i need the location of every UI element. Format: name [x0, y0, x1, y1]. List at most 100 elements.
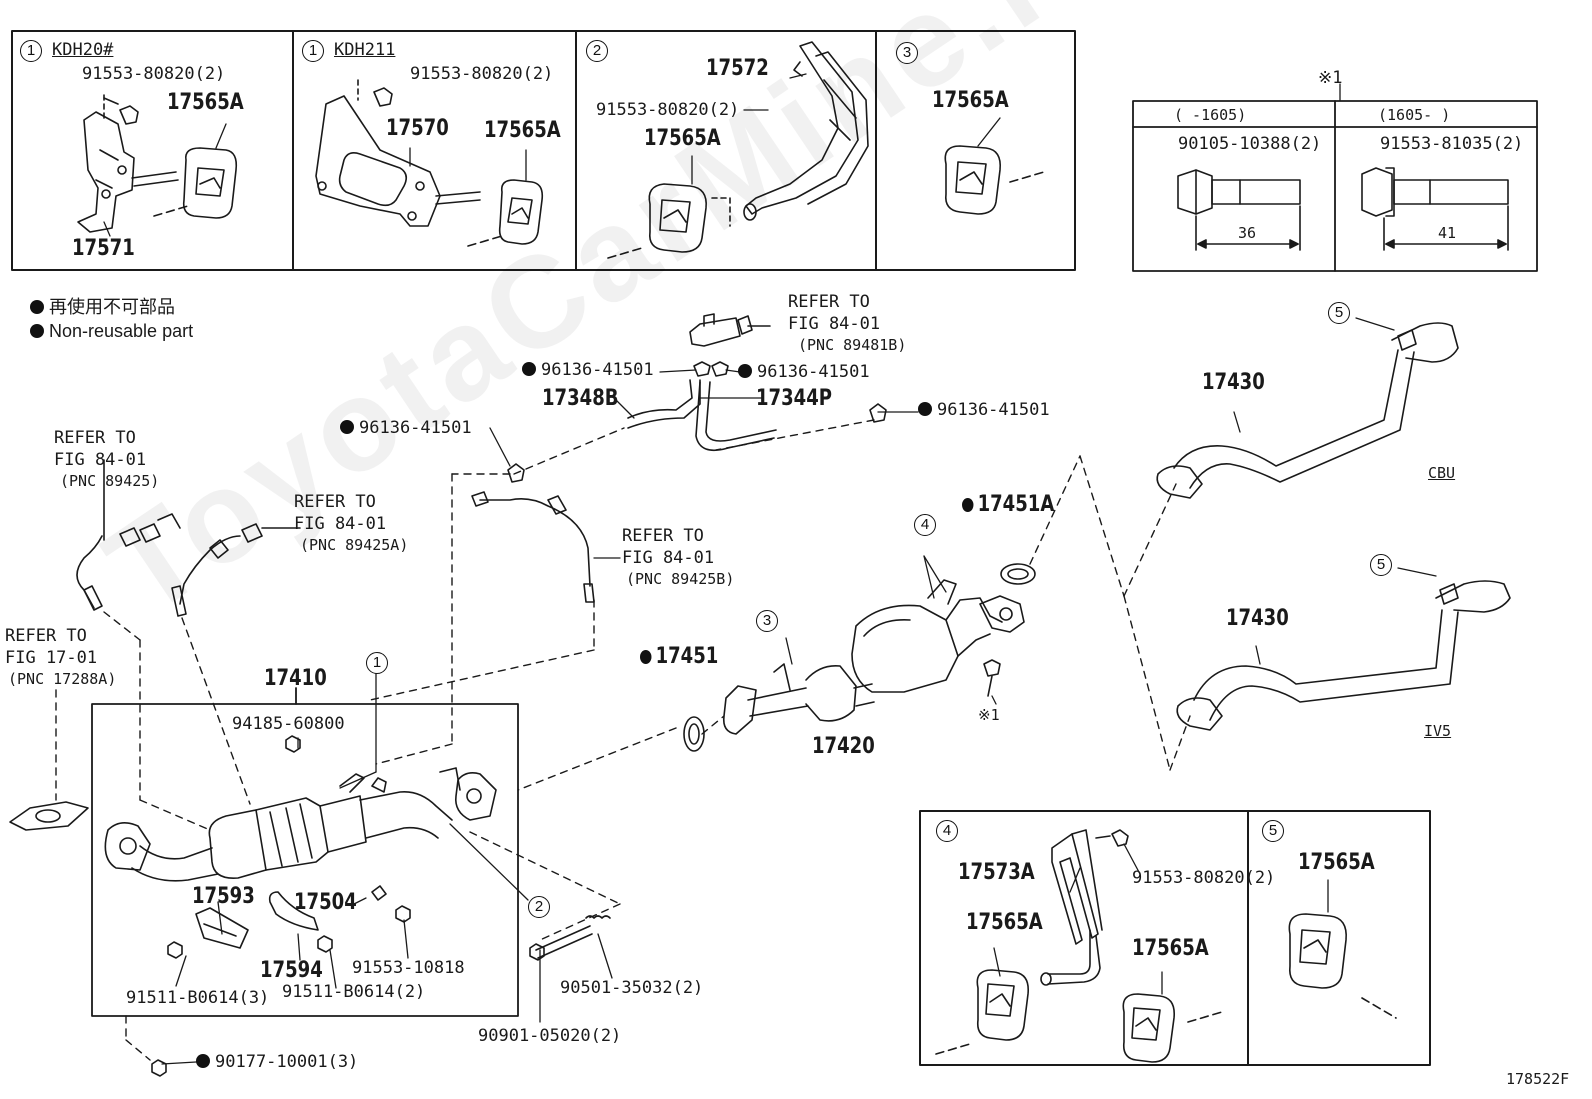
small-hardware-illustrations	[151, 885, 611, 1077]
part-number: 90501-35032(2)	[560, 978, 704, 998]
refer-label: REFER TO	[788, 292, 870, 312]
callout-circle: 3	[756, 610, 778, 632]
mount-17565A-box1	[153, 147, 238, 219]
front-pipe-group-frame	[91, 687, 519, 1017]
part-number: 17430	[1226, 606, 1289, 631]
sensor-89425A-illustration	[171, 523, 301, 617]
part-number: 17565A	[966, 910, 1043, 935]
center-pipe-17420-illustration	[722, 579, 1025, 735]
part-number: 91553-80820(2)	[410, 64, 554, 84]
callout-circle: 5	[1262, 820, 1284, 842]
bolt-91553-drawing	[1361, 167, 1509, 251]
callout-circle: 4	[936, 820, 958, 842]
part-number-nonreusable: 96136-41501	[340, 420, 472, 437]
part-number: 17565A	[484, 118, 561, 143]
mount-17565A-box4a	[935, 969, 1030, 1055]
callout-circle: 1	[302, 40, 324, 62]
callout-circle: 1	[366, 652, 388, 674]
refer-pnc: (PNC 89425B)	[626, 570, 735, 588]
refer-pnc: (PNC 17288A)	[8, 670, 117, 688]
refer-label: REFER TO	[5, 626, 87, 646]
part-number: 17593	[192, 884, 255, 909]
sensor-89425B-illustration	[471, 491, 595, 603]
callout-circle: 2	[528, 896, 550, 918]
refer-label: REFER TO	[294, 492, 376, 512]
model-code: KDH211	[334, 40, 396, 60]
part-number: 17565A	[932, 88, 1009, 113]
solid-leader-lines	[103, 73, 1437, 1065]
legend-en: Non-reusable part	[30, 322, 193, 340]
part-number: 91553-80820(2)	[596, 100, 740, 120]
mount-17565A-box1b	[467, 179, 544, 247]
refer-fig: FIG 84-01	[54, 450, 147, 470]
model-code: KDH20#	[52, 40, 114, 60]
refer-label: REFER TO	[622, 526, 704, 546]
non-reusable-dot-icon	[962, 498, 974, 512]
vacuum-switch-89481B-illustration	[689, 313, 771, 347]
tail-pipe-17430-iv5-illustration	[1176, 580, 1511, 731]
hanger-17572-illustration	[743, 41, 869, 221]
part-number: 91553-81035(2)	[1380, 134, 1524, 154]
part-number: 17571	[72, 236, 135, 261]
hose-17348B-illustration	[627, 379, 701, 429]
mount-17565A-box4b	[1122, 993, 1223, 1063]
part-number: 91511-B0614(2)	[282, 982, 426, 1002]
part-number: 90901-05020(2)	[478, 1026, 622, 1046]
callout-circle: 1	[20, 40, 42, 62]
refer-fig: FIG 84-01	[294, 514, 387, 534]
part-number-nonreusable: 17451A	[962, 494, 1054, 516]
bracket-17570-illustration	[315, 79, 481, 227]
callout-circle: 2	[586, 40, 608, 62]
bolt-length: 36	[1238, 224, 1257, 242]
non-reusable-dot-icon	[340, 420, 354, 434]
figure-id: 178522F	[1506, 1070, 1570, 1088]
callout-circle: 3	[896, 42, 918, 64]
part-number-nonreusable: 96136-41501	[918, 402, 1050, 419]
bolt-length: 41	[1438, 224, 1457, 242]
part-number: 17348B	[542, 386, 619, 411]
refer-label: REFER TO	[54, 428, 136, 448]
bolt-90105-drawing	[1177, 169, 1301, 251]
part-number: 90105-10388(2)	[1178, 134, 1322, 154]
bracket-17571-illustration	[77, 94, 179, 233]
gasket-17288A-illustration	[9, 801, 89, 831]
non-reusable-dot-icon	[196, 1054, 210, 1068]
bottom-inset-frames	[919, 810, 1431, 1066]
part-number: 17565A	[167, 90, 244, 115]
non-reusable-dot-icon	[30, 300, 44, 314]
part-number: 91553-80820(2)	[1132, 868, 1276, 888]
heat-shield-17594-illustration	[268, 891, 319, 931]
part-number: 17430	[1202, 370, 1265, 395]
refer-pnc: (PNC 89481B)	[798, 336, 907, 354]
non-reusable-dot-icon	[522, 362, 536, 376]
non-reusable-dot-icon	[640, 650, 652, 664]
refer-pnc: (PNC 89425)	[60, 472, 160, 490]
part-number: 94185-60800	[232, 714, 345, 734]
legend-jp: 再使用不可部品	[30, 298, 175, 316]
mount-17565A-box5	[1288, 913, 1397, 1019]
variant-code: IV5	[1424, 722, 1452, 740]
hanger-17573A-illustration	[1040, 829, 1129, 986]
front-pipe-17410-illustration	[104, 735, 497, 882]
part-number: 17572	[706, 56, 769, 81]
non-reusable-dot-icon	[918, 402, 932, 416]
non-reusable-dot-icon	[738, 364, 752, 378]
part-number: 17344P	[756, 386, 832, 411]
gasket-17451-illustration	[683, 716, 705, 752]
gasket-17451A-illustration	[1000, 563, 1036, 585]
refer-fig: FIG 17-01	[5, 648, 98, 668]
part-number-nonreusable: 96136-41501	[522, 362, 654, 379]
callout-circle: 5	[1370, 554, 1392, 576]
refer-pnc: (PNC 89425A)	[300, 536, 409, 554]
non-reusable-dot-icon	[30, 324, 44, 338]
part-number: 17570	[386, 116, 449, 141]
part-number: 17410	[264, 666, 327, 691]
part-number: 91553-10818	[352, 958, 465, 978]
top-inset-frames	[11, 30, 1076, 271]
note-mark: ※1	[1318, 68, 1343, 88]
part-number: 91511-B0614(3)	[126, 988, 270, 1008]
note-mark: ※1	[978, 706, 1000, 724]
part-number: 17565A	[1298, 850, 1375, 875]
